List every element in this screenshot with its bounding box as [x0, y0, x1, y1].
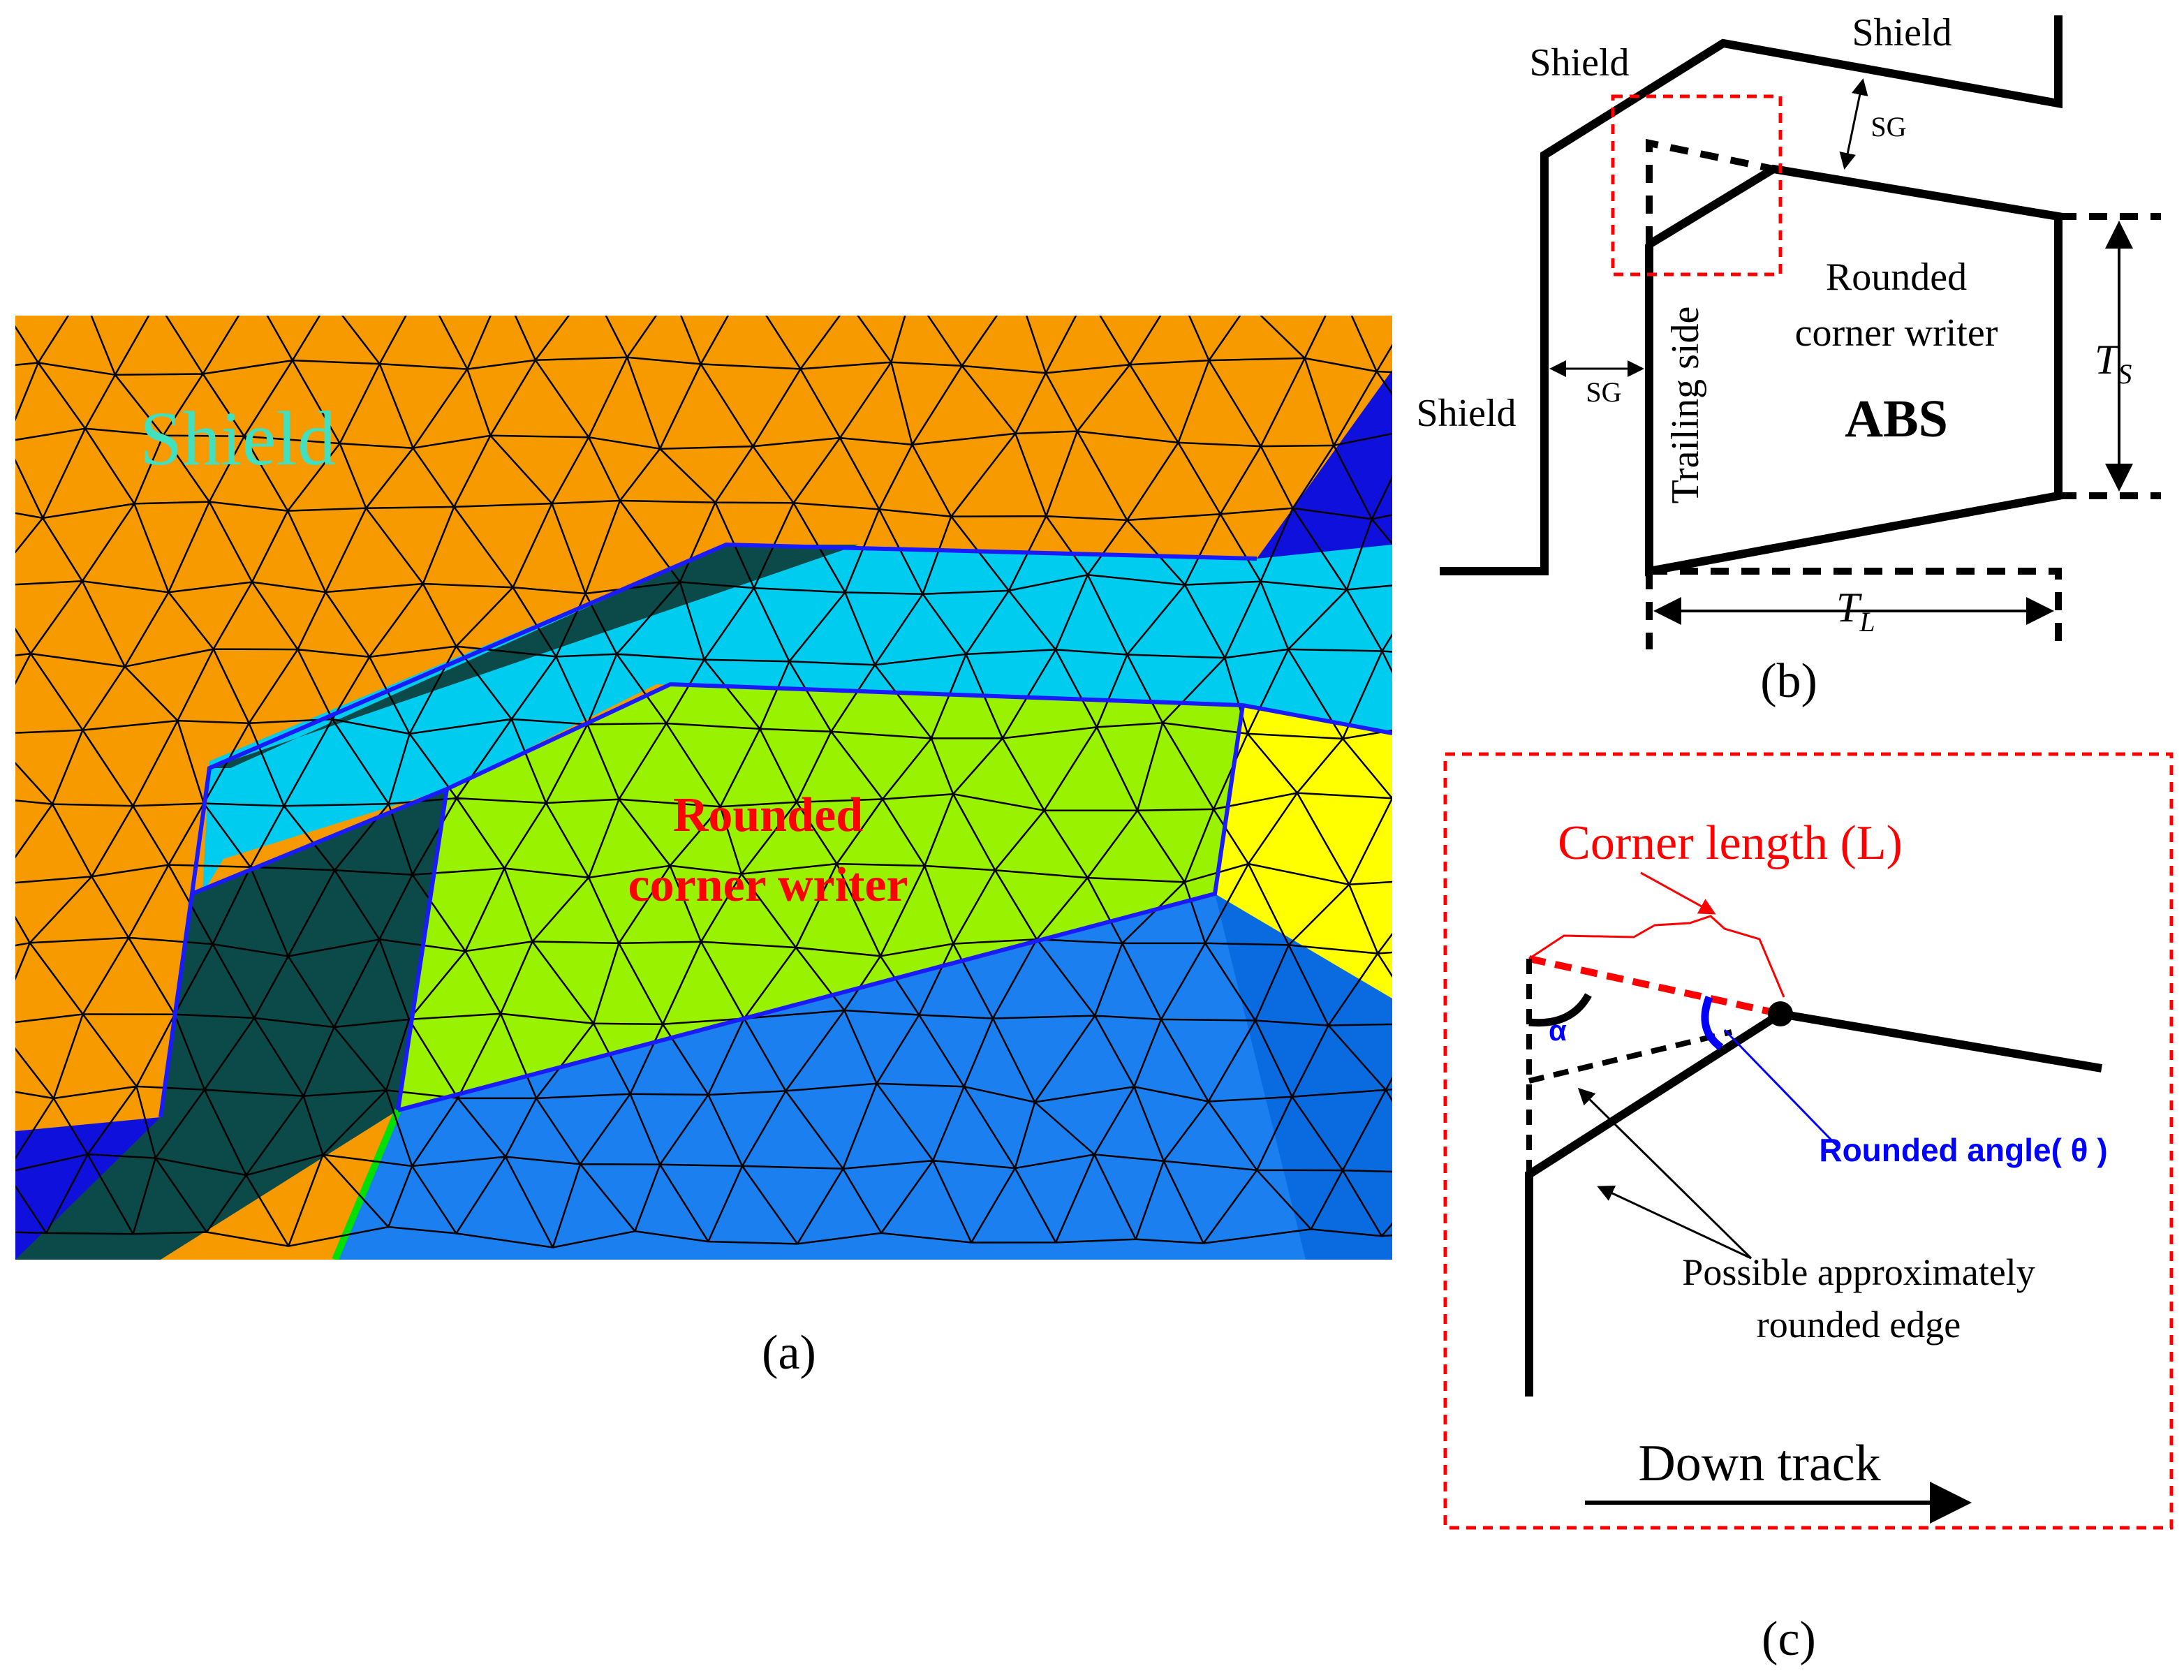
panel-b-tl: TL: [1836, 584, 1875, 638]
panel-b-schematic: [1440, 15, 2161, 649]
panel-b-ts: TS: [2095, 337, 2132, 390]
tl-main: T: [1836, 584, 1862, 631]
mesh-lines: [15, 316, 1392, 1248]
corner-length-label: Corner length (L): [1558, 816, 1903, 870]
sg-top-arrow: [1839, 78, 1868, 170]
mesh-path: [15, 316, 1392, 1248]
gap-region: [202, 545, 1392, 894]
tl-sub: L: [1859, 606, 1875, 638]
corner-highlight-box: [1611, 94, 1783, 277]
original-top-edge-dashed: [1528, 955, 1782, 1017]
possible-edge-line1: Possible approximately: [1682, 1251, 2035, 1293]
panel-b-trailing-side: Trailing side: [1664, 307, 1707, 504]
ts-main: T: [2095, 337, 2120, 383]
ts-sub: S: [2118, 358, 2132, 390]
panel-b-labels: Shield Shield Shield SG SG Trailing side…: [1416, 11, 2132, 708]
panel-b-sg-top: SG: [1871, 111, 1906, 142]
panel-b-caption: (b): [1760, 654, 1817, 708]
panel-c-frame: [1443, 752, 2174, 1530]
writer-rounded-edge: [1525, 1009, 2103, 1397]
side-wall-face: [15, 789, 447, 1260]
panel-b-shield-top-left: Shield: [1529, 41, 1629, 84]
writer-left-edge: [396, 788, 449, 1111]
panel-a-mesh-render: Shield Rounded corner writer (a): [15, 316, 1392, 1380]
panel-a-caption: (a): [762, 1326, 816, 1380]
panel-b-shield-left: Shield: [1416, 392, 1516, 435]
possible-leader-2: [1597, 1186, 1752, 1260]
panel-b-sg-left: SG: [1586, 376, 1621, 408]
dashed-sharp-corner: [1646, 138, 1775, 244]
writer-outline: [1645, 164, 2063, 577]
shield-outline: [1440, 15, 2063, 575]
writer-lower-edge-outline: [397, 705, 1245, 1112]
shield-edge-outline: [158, 542, 1257, 1118]
lower-right-light-blue: [1215, 894, 1392, 1260]
approx-edge-dashed: [1528, 1029, 1732, 1084]
corner-vertex: [1768, 1001, 1793, 1026]
brace-arrow: [1640, 871, 1716, 915]
dashed-bottom-box: [1649, 568, 2062, 649]
panel-a-writer-label-line1: Rounded: [673, 788, 863, 842]
down-track-label: Down track: [1638, 1435, 1880, 1492]
panel-b-writer-line1: Rounded: [1826, 256, 1967, 299]
alpha-label: α: [1549, 1014, 1567, 1047]
writer-edge-outline: [191, 681, 1392, 896]
writer-bottom-face: [335, 894, 1392, 1260]
panel-c-labels: Corner length (L) α Rounded angle( θ ) P…: [1549, 816, 2108, 1666]
panel-b-shield-top-right: Shield: [1852, 11, 1951, 54]
trailing-side-face: [209, 545, 859, 768]
theta-leader-line: [1723, 1029, 1838, 1147]
panel-a-writer-label-line2: corner writer: [628, 858, 908, 912]
panel-a-shield-label: Shield: [140, 396, 336, 481]
rounded-angle-label: Rounded angle( θ ): [1819, 1132, 2107, 1168]
theta-arc: [1701, 996, 1724, 1051]
possible-leader-1: [1577, 1087, 1753, 1260]
panel-b-writer-line2: corner writer: [1795, 311, 1998, 355]
panel-b-abs: ABS: [1845, 390, 1948, 448]
possible-edge-line2: rounded edge: [1757, 1304, 1961, 1346]
panel-c-corner-detail: [1443, 752, 2174, 1530]
alpha-arc: [1528, 993, 1592, 1027]
panel-c-caption: (c): [1762, 1612, 1816, 1666]
corner-curly-brace: [1528, 915, 1785, 998]
